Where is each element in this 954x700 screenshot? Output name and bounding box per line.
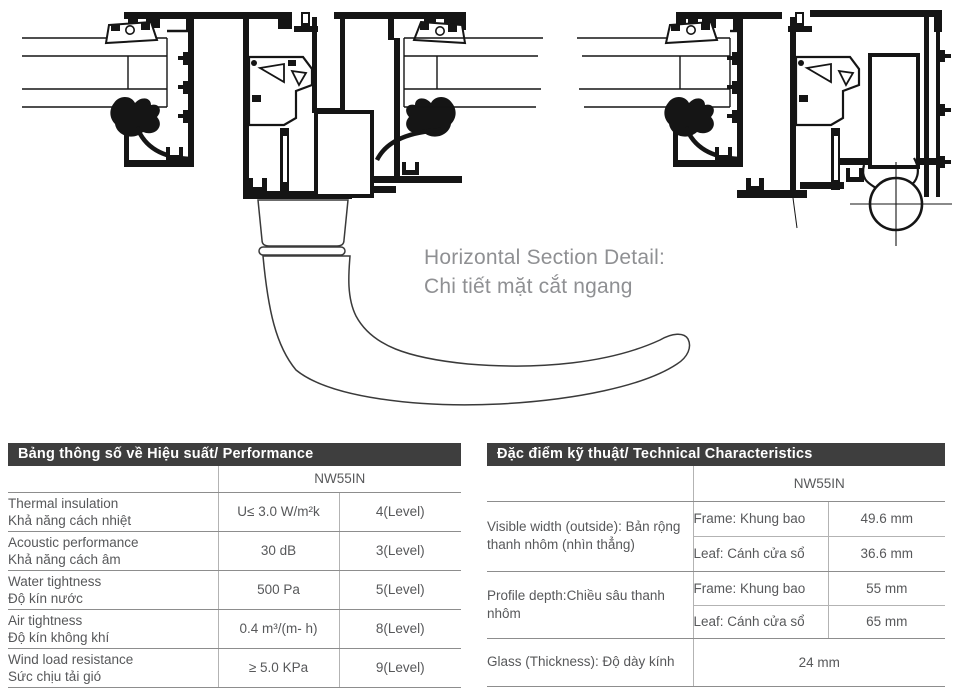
frame-wall: [727, 19, 743, 167]
product-code: NW55IN: [218, 466, 462, 493]
group-label: Profile depth:: [487, 587, 567, 603]
clamp-screw: [788, 12, 812, 32]
row-label-en: Water tightness: [8, 573, 102, 589]
frame-wall: [178, 19, 194, 167]
row-label-en: Thermal insulation: [8, 495, 119, 511]
empty-cell: [487, 466, 694, 502]
row-level: 3(Level): [339, 531, 462, 571]
row-label-en: Air tightness: [8, 612, 83, 628]
glazing-wedge: [664, 20, 719, 45]
row-label-vi: Khả năng cách nhiệt: [8, 512, 132, 528]
part-value: 36.6 mm: [828, 536, 946, 572]
drawing-caption: Horizontal Section Detail: Chi tiết mặt …: [424, 243, 665, 301]
technical-table-title: Đặc điểm kỹ thuật/ Technical Characteris…: [487, 443, 945, 466]
glazing-right: [403, 37, 543, 108]
part-label: Frame: Khung bao: [693, 571, 829, 606]
frame-bottom: [124, 126, 194, 167]
caption-line-en: Horizontal Section Detail:: [424, 246, 665, 269]
handle-collar: [258, 246, 346, 256]
glazing-bead-chamber: [868, 53, 920, 169]
sash-structure: [737, 17, 951, 198]
glazing: [577, 37, 731, 108]
row-label-vi: Sức chịu tải gió: [8, 668, 102, 684]
row-value: 0.4 m³/(m- h): [218, 609, 340, 649]
row-value: 500 Pa: [218, 570, 340, 610]
technical-table: Đặc điểm kỹ thuật/ Technical Characteris…: [487, 443, 946, 687]
row-value: ≥ 5.0 KPa: [218, 648, 340, 688]
frame-bottom: [673, 126, 743, 167]
part-label: Leaf: Cánh cửa sổ: [693, 536, 829, 572]
glazing-wedge-left: [104, 20, 159, 45]
glazing-wedge-right: [412, 20, 467, 45]
lock-hardware: [794, 55, 861, 127]
row-level: 8(Level): [339, 609, 462, 649]
table-row: Leaf: Cánh cửa sổ 36.6 mm: [487, 536, 946, 572]
glazing-left: [22, 37, 168, 108]
glass-row-value: 24 mm: [693, 638, 946, 687]
group-label-vi: Chiều sâu thanh nhôm: [487, 587, 665, 621]
part-value: 65 mm: [828, 605, 946, 639]
row-label-vi: Khả năng cách âm: [8, 551, 121, 567]
table-row: Leaf: Cánh cửa sổ 65 mm: [487, 605, 946, 639]
caption-line-vi: Chi tiết mặt cắt ngang: [424, 275, 633, 298]
handle-lever: [262, 255, 691, 406]
performance-table-title: Bảng thông số về Hiệu suất/ Performance: [8, 443, 461, 466]
table-row: Profile depth:Chiều sâu thanh nhôm Frame…: [487, 571, 946, 639]
spindle-axis-symbol: [792, 157, 952, 246]
row-level: 9(Level): [339, 648, 462, 688]
group-label: Visible width (outside): Bản rộng thanh …: [487, 501, 694, 572]
lock-hardware: [247, 55, 314, 127]
part-value: 55 mm: [828, 571, 946, 606]
handle-neck: [257, 199, 349, 247]
empty-cell: [8, 466, 219, 493]
part-value: 49.6 mm: [828, 501, 946, 537]
row-label-vi: Độ kín không khí: [8, 629, 110, 645]
part-label: Leaf: Cánh cửa sổ: [693, 605, 829, 639]
row-value: U≤ 3.0 W/m²k: [218, 492, 340, 532]
right-section-profile: [577, 10, 952, 246]
performance-table: Bảng thông số về Hiệu suất/ Performance …: [8, 443, 462, 688]
product-row: NW55IN: [8, 466, 462, 493]
window-handle: [257, 199, 691, 406]
clamp-screw: [294, 12, 318, 32]
glass-row-label: Glass (Thickness): Độ dày kính: [487, 638, 694, 687]
product-code: NW55IN: [693, 466, 946, 502]
bulb-gasket-left: [110, 97, 160, 137]
left-section-profile: [22, 12, 543, 199]
row-level: 5(Level): [339, 570, 462, 610]
row-label-en: Acoustic performance: [8, 534, 139, 550]
product-row: NW55IN: [487, 466, 946, 502]
row-value: 30 dB: [218, 531, 340, 571]
table-row: Visible width (outside): Bản rộng thanh …: [487, 501, 946, 572]
row-level: 4(Level): [339, 492, 462, 532]
horizontal-section-drawing: [22, 10, 952, 406]
glazing-bead-chamber: [314, 110, 374, 198]
table-row: Glass (Thickness): Độ dày kính 24 mm: [487, 638, 946, 687]
part-label: Frame: Khung bao: [693, 501, 829, 537]
row-label-vi: Độ kín nước: [8, 590, 83, 606]
row-label-en: Wind load resistance: [8, 651, 134, 667]
